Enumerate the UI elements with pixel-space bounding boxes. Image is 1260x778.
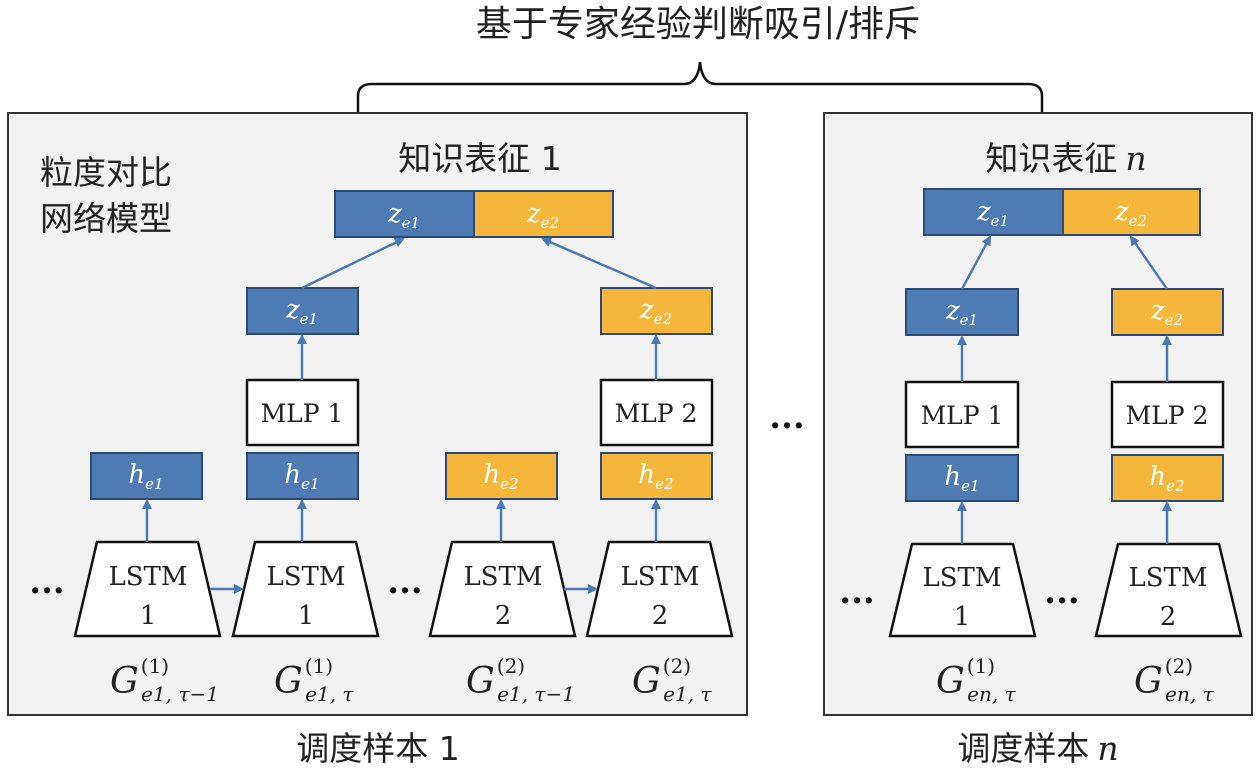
lstm-2b-index: 2 bbox=[652, 601, 669, 631]
lstm-1a-label: LSTM bbox=[108, 562, 187, 592]
mlp-n1-label: MLP 1 bbox=[921, 401, 1004, 430]
z-concat-right-box bbox=[473, 190, 614, 238]
lstm-1a-index: 1 bbox=[140, 601, 157, 631]
lstm-2a-label: LSTM bbox=[463, 562, 542, 592]
arrow-zn2-concat bbox=[1129, 235, 1168, 290]
zn-concat-right-box bbox=[1062, 188, 1201, 236]
input-g2-t-minus-1: G(2)e1, τ−1 bbox=[466, 654, 575, 706]
lstm-n2-index: 2 bbox=[1160, 602, 1177, 632]
caption-sample-1: 调度样本 1 bbox=[296, 729, 460, 768]
h-box-4 bbox=[600, 452, 713, 500]
z-e1-label: ze1 bbox=[285, 295, 318, 328]
title-brace bbox=[356, 61, 1044, 112]
model-label-line2: 网络模型 bbox=[40, 199, 172, 238]
diagram-title: 基于专家经验判断吸引/排斥 bbox=[476, 4, 920, 45]
input-g1-t: G(1)e1, τ bbox=[274, 654, 354, 706]
knowledge-representation-label-1: 知识表征 1 bbox=[398, 139, 562, 178]
z-e2-label: ze2 bbox=[639, 295, 672, 328]
lstm-2a bbox=[428, 540, 577, 638]
lstm-n1-label: LSTM bbox=[922, 563, 1001, 593]
lstm-1a bbox=[73, 540, 222, 638]
lstm-1b bbox=[231, 540, 380, 638]
ellipsis-between-panels: ··· bbox=[769, 406, 805, 446]
lstm-2b bbox=[585, 540, 734, 638]
ellipsis-n2: ··· bbox=[1044, 581, 1080, 621]
input-gn2-t: G(2)en, τ bbox=[1134, 654, 1215, 706]
h-label-4: he2 bbox=[638, 460, 673, 493]
arrow-zn1-concat bbox=[960, 235, 992, 290]
ellipsis-1: ··· bbox=[29, 571, 65, 611]
mlp-2-box bbox=[599, 378, 714, 447]
arrow-z2-concat bbox=[541, 237, 657, 290]
ellipsis-2: ··· bbox=[387, 571, 423, 611]
lstm-n2 bbox=[1094, 542, 1243, 638]
zn-e1-label: ze1 bbox=[945, 296, 978, 329]
lstm-2a-index: 2 bbox=[495, 601, 512, 631]
mlp-n2-label: MLP 2 bbox=[1126, 401, 1209, 430]
input-gn1-t: G(1)en, τ bbox=[936, 654, 1017, 706]
h-box-2 bbox=[246, 452, 359, 500]
lstm-n2-label: LSTM bbox=[1128, 563, 1207, 593]
lstm-1b-label: LSTM bbox=[266, 562, 345, 592]
zn-concat-right-label: ze2 bbox=[1114, 197, 1147, 230]
hn-box-1 bbox=[905, 454, 1019, 502]
z-concat-left-box bbox=[334, 190, 475, 238]
z-concat-left-label: ze1 bbox=[387, 199, 420, 232]
h-label-2: he1 bbox=[284, 460, 319, 493]
arrow-z1-concat bbox=[301, 237, 405, 290]
mlp-2-label: MLP 2 bbox=[615, 399, 698, 428]
mlp-n2-box bbox=[1110, 380, 1225, 449]
mlp-n1-box bbox=[904, 380, 1020, 449]
model-label-line1: 粒度对比 bbox=[40, 153, 172, 192]
z-concat-right-label: ze2 bbox=[526, 199, 559, 232]
lstm-2b-label: LSTM bbox=[620, 562, 699, 592]
lstm-n1 bbox=[888, 542, 1037, 638]
lstm-n1-index: 1 bbox=[954, 602, 971, 632]
zn-e1-box bbox=[905, 288, 1019, 336]
h-label-1: he1 bbox=[128, 460, 163, 493]
hn-box-2 bbox=[1111, 454, 1224, 502]
z-e1-box bbox=[246, 287, 359, 335]
mlp-1-label: MLP 1 bbox=[261, 399, 344, 428]
hn-label-2: he2 bbox=[1149, 462, 1184, 495]
h-box-1 bbox=[90, 452, 203, 500]
input-g2-t: G(2)e1, τ bbox=[632, 654, 712, 706]
zn-e2-label: ze2 bbox=[1150, 296, 1183, 329]
lstm-1b-index: 1 bbox=[298, 601, 315, 631]
h-label-3: he2 bbox=[483, 460, 518, 493]
z-e2-box bbox=[600, 287, 713, 335]
zn-e2-box bbox=[1111, 288, 1224, 336]
zn-concat-left-label: ze1 bbox=[976, 197, 1009, 230]
input-g1-t-minus-1: G(1)e1, τ−1 bbox=[110, 654, 219, 706]
ellipsis-n1: ··· bbox=[839, 581, 875, 621]
hn-label-1: he1 bbox=[944, 462, 979, 495]
